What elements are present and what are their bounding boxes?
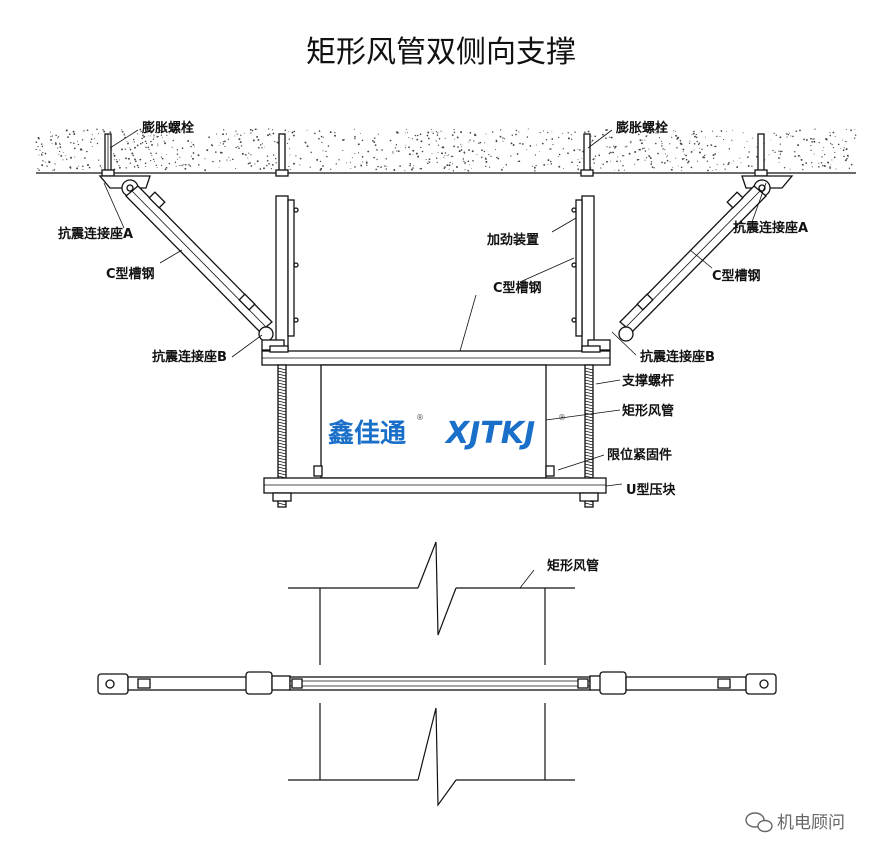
label-u-clamp: U型压块 [626,482,677,498]
brand-chinese-logo: 鑫佳通 [328,418,406,449]
concrete-slab [35,127,857,174]
diagram-title: 矩形风管双侧向支撑 [306,35,576,70]
expansion-bolt-center-left [275,133,289,177]
label-seismic-seat-a-left: 抗震连接座A [58,226,133,242]
label-c-channel-center: C型槽钢 [493,280,542,296]
seismic-seat-b-left [258,326,285,351]
wechat-icon [745,812,773,833]
label-limit-fastener: 限位紧固件 [607,447,672,463]
expansion-bolt-center-right [580,133,594,177]
diagonal-c-channel-right [619,185,767,333]
label-c-channel-right: C型槽钢 [712,268,761,284]
label-expansion-bolt-left: 膨胀螺栓 [141,120,194,136]
label-c-channel-left: C型槽钢 [106,266,155,282]
label-seismic-seat-b-right: 抗震连接座B [640,349,715,365]
label-plan-rect-duct: 矩形风管 [546,558,599,574]
plan-center-channel [289,676,591,691]
diagonal-c-channel-left [125,185,273,333]
concrete-texture [35,128,857,172]
watermark-text: 机电顾问 [777,813,845,833]
plan-brace-right [589,671,777,695]
rectangular-duct [313,364,555,479]
watermark: 机电顾问 [745,812,845,833]
plan-view: 矩形风管 [97,541,777,807]
brand-english-logo: XJTKJ [444,416,535,451]
top-c-channel [261,345,611,366]
label-seismic-seat-b-left: 抗震连接座B [152,349,227,365]
brand-reg-mark: ® [416,413,424,422]
label-rect-duct: 矩形风管 [621,403,674,419]
label-expansion-bolt-right: 膨胀螺栓 [615,120,668,136]
label-stiffener: 加劲装置 [486,232,539,248]
vertical-channel-left [275,195,299,353]
plan-brace-left [97,671,291,695]
label-support-rod: 支撑螺杆 [621,373,674,389]
leader-lines [103,129,767,487]
brand-logo: 鑫佳通 ® XJTKJ ® [328,413,566,451]
bottom-c-channel [263,477,607,502]
vertical-channel-right [571,195,595,353]
label-seismic-seat-a-right: 抗震连接座A [733,220,808,236]
